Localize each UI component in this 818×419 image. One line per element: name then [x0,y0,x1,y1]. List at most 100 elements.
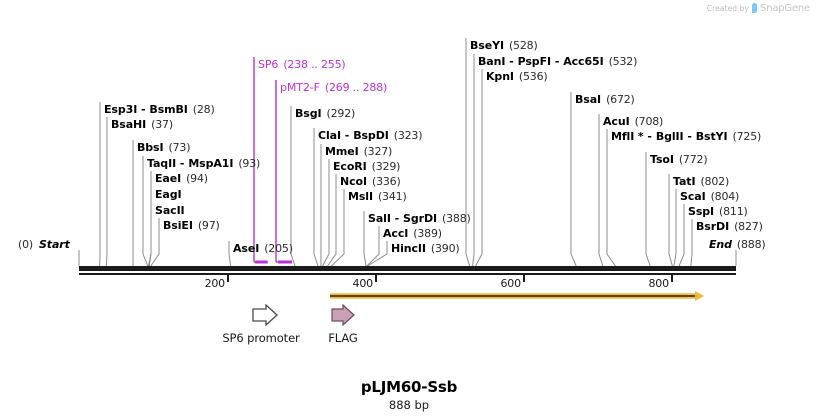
enzyme-label-acui[interactable]: AcuI(708) [603,116,663,127]
ruler-tick-400 [374,275,377,282]
leader-line-taqii-mspa1i [142,156,149,267]
feature-name: pMT2-F [280,81,320,94]
enzyme-label-esp3i-bsmbi[interactable]: Esp3I - BsmBI(28) [104,104,215,115]
enzyme-label-tati[interactable]: TatI(802) [673,176,729,187]
enzyme-name: MslI [348,190,373,203]
leader-line-ecori [321,159,330,267]
enzyme-name: PspFI [517,55,552,68]
feature-label-pmt2-f[interactable]: pMT2-F (269 .. 288) [280,82,387,93]
feature-name: SP6 [258,58,279,71]
leader-line-bsai [570,92,577,267]
enzyme-label-bsahi[interactable]: BsaHI(37) [111,119,173,130]
enzyme-label-clai-bspdi[interactable]: ClaI - BspDI (323) [318,129,423,142]
enzyme-name: KpnI [486,70,514,83]
ruler-tick-label-600: 600 [500,277,522,290]
enzyme-name-separator: - [176,157,189,170]
enzyme-cut-position: (390) [430,242,460,255]
enzyme-name: BspDI [353,129,389,142]
feature-range: (269 .. 288) [324,81,388,94]
enzyme-cut-position: (323) [393,129,423,142]
enzyme-name: MmeI [325,145,359,158]
enzyme-label-tsoi[interactable]: TsoI(772) [650,153,708,166]
feature-range: (238 .. 255) [283,58,346,71]
ruler-tick-600 [522,275,525,282]
ruler-start-text: Start [38,238,70,251]
enzyme-label-sacii[interactable]: SacII [155,205,185,216]
leader-line-bani-pspfi-acc65i [472,54,475,267]
enzyme-cut-position: (94) [186,172,208,185]
enzyme-label-scai[interactable]: ScaI(804) [680,191,739,202]
watermark-created-by-text: Created by [706,4,750,13]
ruler-tick-800 [670,275,673,282]
enzyme-name: EagI [155,188,182,201]
enzyme-label-bsai[interactable]: BsaI(672) [575,94,635,105]
enzyme-cut-position: (97) [197,219,220,232]
flag-arrow[interactable] [331,303,355,330]
enzyme-name: ClaI [318,129,341,142]
enzyme-label-hincii[interactable]: HincII (390) [391,243,460,254]
enzyme-label-taqii-mspa1i[interactable]: TaqII - MspA1I(93) [147,158,260,169]
flag-label: FLAG [328,331,358,345]
enzyme-name: BanI [478,55,506,68]
enzyme-label-bsrdi[interactable]: BsrDI(827) [696,221,763,232]
leader-line-asei [228,241,232,267]
enzyme-label-bseyi[interactable]: BseYI (528) [470,40,538,51]
enzyme-cut-position: (73) [168,141,191,154]
enzyme-label-eaei[interactable]: EaeI(94) [155,173,208,184]
enzyme-cut-position: (811) [719,205,748,218]
ruler-end-label: End(888) [709,239,766,250]
enzyme-label-mmei[interactable]: MmeI (327) [325,146,392,157]
enzyme-name: BseYI [470,39,504,52]
enzyme-cut-position: (536) [518,70,548,83]
enzyme-name: MspA1I [188,157,234,170]
feature-label-sp6[interactable]: SP6 (238 .. 255) [258,59,346,70]
enzyme-cut-position: (725) [732,130,762,143]
enzyme-name: HincII [391,242,426,255]
enzyme-cut-position: (93) [238,157,261,170]
enzyme-label-mfli-bglii-bstyi[interactable]: MflI * - BglII - BstYI(725) [611,131,761,142]
enzyme-label-bsgi[interactable]: BsgI (292) [295,108,355,119]
enzyme-label-eagi[interactable]: EagI [155,189,182,200]
enzyme-label-kpni[interactable]: KpnI (536) [486,71,548,82]
enzyme-name-separator: - [550,55,564,68]
enzyme-name: SacII [155,204,185,217]
enzyme-name: SgrDI [403,212,437,225]
enzyme-label-ecori[interactable]: EcoRI(329) [333,161,400,172]
enzyme-name-separator: - [340,129,354,142]
enzyme-name: SalI [368,212,391,225]
enzyme-name: TsoI [650,153,674,166]
enzyme-label-ncoi[interactable]: NcoI(336) [340,176,401,187]
enzyme-label-asei[interactable]: AseI(205) [233,243,293,254]
ruler-baseline [79,273,736,275]
orf-arrow [330,291,704,301]
enzyme-label-bani-pspfi-acc65i[interactable]: BanI - PspFI - Acc65I(532) [478,56,637,67]
sp6-promoter-arrow[interactable] [252,303,278,330]
enzyme-label-sali-sgrdi[interactable]: SalI - SgrDI(388) [368,213,471,224]
enzyme-name: BglII [655,130,684,143]
sp6-promoter-label: SP6 promoter [222,331,300,345]
leader-line-scai [673,189,677,267]
leader-line-sali-sgrdi [363,211,367,267]
enzyme-label-sspi[interactable]: SspI(811) [688,206,748,217]
watermark-brand-text: SnapGene [760,3,810,14]
leader-line-acui [598,114,604,267]
enzyme-name: BsgI [295,107,322,120]
enzyme-label-bsiei[interactable]: BsiEI(97) [163,220,220,231]
enzyme-cut-position: (388) [442,212,471,225]
enzyme-label-acci[interactable]: AccI(389) [383,228,442,239]
ruler-tick-label-200: 200 [204,277,226,290]
leader-line-sspi [678,204,685,267]
enzyme-name: BbsI [137,141,164,154]
ruler-bar [79,266,736,271]
enzyme-label-bbsi[interactable]: BbsI (73) [137,142,190,153]
enzyme-cut-position: (205) [264,242,293,255]
enzyme-label-msli[interactable]: MslI(341) [348,191,407,202]
enzyme-cut-position: (292) [326,107,356,120]
enzyme-cut-position: (327) [363,145,393,158]
enzyme-cut-position: (528) [508,39,538,52]
leader-line-bseyi [465,38,471,267]
enzyme-name: ScaI [680,190,706,203]
enzyme-name: Acc65I [563,55,604,68]
leader-line-clai-bspdi [313,128,319,267]
enzyme-name: AcuI [603,115,630,128]
